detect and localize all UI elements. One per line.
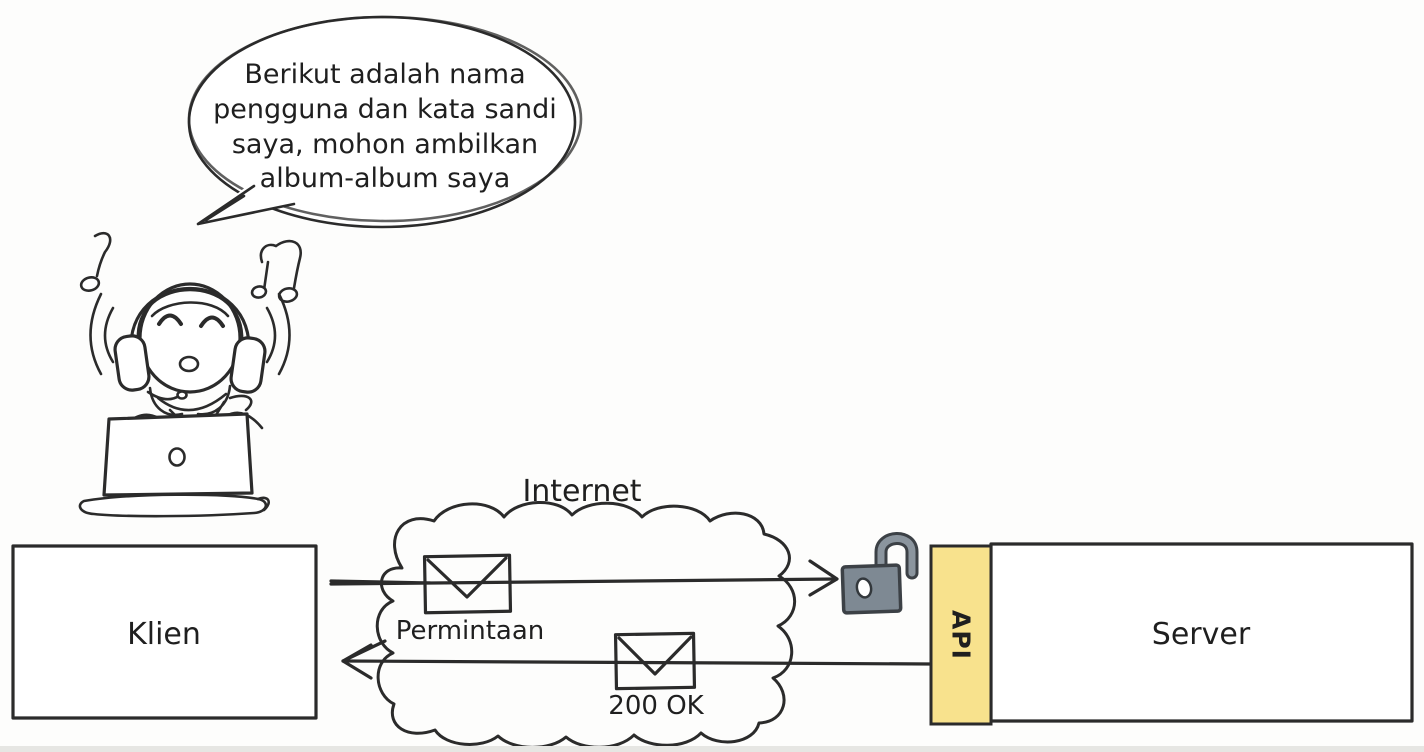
- envelope-icon: [422, 553, 513, 615]
- response-arrowhead: [341, 639, 387, 680]
- laptop-base: [78, 493, 268, 518]
- request-label: Permintaan: [396, 616, 545, 646]
- eyes: [157, 313, 225, 328]
- open-padlock-icon: [840, 532, 919, 615]
- request-arrowhead: [808, 559, 839, 597]
- speech-line-1: Berikut adalah nama: [244, 59, 525, 90]
- padlock-shackle: [877, 535, 916, 577]
- internet-cloud: Internet: [375, 474, 796, 749]
- mouth: [178, 355, 200, 373]
- client-label: Klien: [127, 617, 201, 652]
- speech-bubble-tail-mask: [198, 182, 296, 225]
- envelope-flap: [617, 635, 693, 676]
- request-arrow: [329, 559, 839, 597]
- bottom-edge-shadow: [0, 746, 1424, 752]
- envelope-icon: [613, 631, 697, 691]
- speech-line-3: saya, mohon ambilkan: [232, 129, 538, 160]
- speech-line-4: album-album saya: [260, 163, 511, 194]
- person-with-headphones-icon: [78, 231, 302, 518]
- music-note-icon: [250, 239, 302, 303]
- speech-bubble-tail: [196, 184, 296, 226]
- api-label: API: [947, 610, 976, 660]
- sound-waves: [89, 292, 291, 376]
- headphone-earcup-right: [229, 336, 267, 394]
- laptop-base-tip: [256, 496, 270, 512]
- speech-bubble-outline-sketch: [187, 15, 583, 223]
- api-bar: [929, 544, 993, 726]
- response-arrow: [341, 639, 933, 680]
- headphone-band: [129, 286, 251, 356]
- internet-label: Internet: [522, 474, 641, 509]
- headphone-earcup-left: [113, 334, 151, 392]
- padlock-keyhole: [855, 577, 873, 599]
- client-node: Klien: [11, 544, 318, 720]
- laptop-logo: [168, 447, 186, 467]
- server-box: [989, 542, 1414, 723]
- speech-line-2: pengguna dan kata sandi: [213, 94, 557, 125]
- request-message: Permintaan: [396, 553, 545, 646]
- client-box: [11, 544, 318, 720]
- microphone-tip: [176, 390, 188, 400]
- music-note-icon: [79, 231, 112, 292]
- speech-bubble: Berikut adalah nama pengguna dan kata sa…: [187, 15, 583, 229]
- response-message: 200 OK: [608, 631, 705, 721]
- server-label: Server: [1152, 617, 1251, 652]
- cloud-shape: [375, 501, 796, 749]
- envelope-flap: [426, 556, 508, 599]
- hair-line: [136, 288, 244, 344]
- response-label: 200 OK: [608, 691, 704, 721]
- laptop-icon: [78, 412, 270, 518]
- server-node: API Server: [929, 542, 1414, 726]
